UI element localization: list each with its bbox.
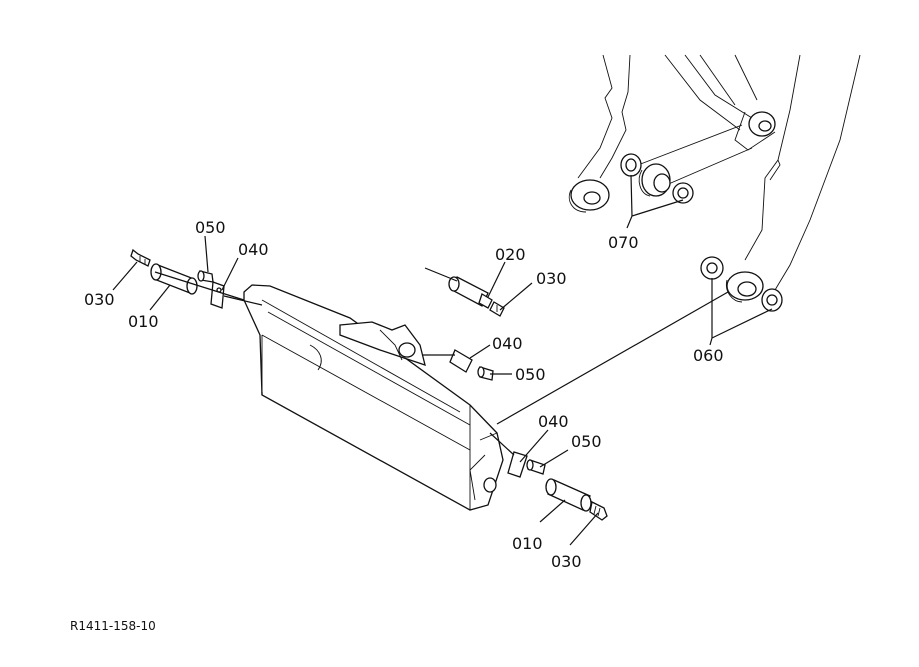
washer-060 bbox=[700, 256, 783, 312]
assembly-lines bbox=[154, 267, 729, 456]
boom-arm bbox=[568, 54, 861, 303]
center-plate-assembly bbox=[449, 349, 494, 381]
washer-070 bbox=[620, 153, 694, 204]
leader-lines bbox=[112, 174, 773, 546]
dozer-blade bbox=[243, 284, 504, 511]
callout-030-right: 030 bbox=[551, 552, 582, 571]
callout-060: 060 bbox=[693, 346, 724, 365]
callout-040-top-left: 040 bbox=[238, 240, 269, 259]
callout-020: 020 bbox=[495, 245, 526, 264]
callout-010-right: 010 bbox=[512, 534, 543, 553]
callout-030-mid: 030 bbox=[536, 269, 567, 288]
left-pin-assembly bbox=[130, 248, 225, 309]
callout-010-left: 010 bbox=[128, 312, 159, 331]
center-pin-assembly bbox=[448, 276, 505, 317]
drawing-reference: R1411-158-10 bbox=[70, 619, 156, 633]
right-pin-assembly bbox=[507, 451, 608, 521]
callout-030-left: 030 bbox=[84, 290, 115, 309]
callout-labels: 050 040 030 010 020 030 070 060 040 050 … bbox=[84, 218, 724, 571]
callout-050-right: 050 bbox=[571, 432, 602, 451]
callout-040-mid: 040 bbox=[492, 334, 523, 353]
callout-050-mid: 050 bbox=[515, 365, 546, 384]
callout-070: 070 bbox=[608, 233, 639, 252]
callout-050-top-left: 050 bbox=[195, 218, 226, 237]
callout-040-right: 040 bbox=[538, 412, 569, 431]
